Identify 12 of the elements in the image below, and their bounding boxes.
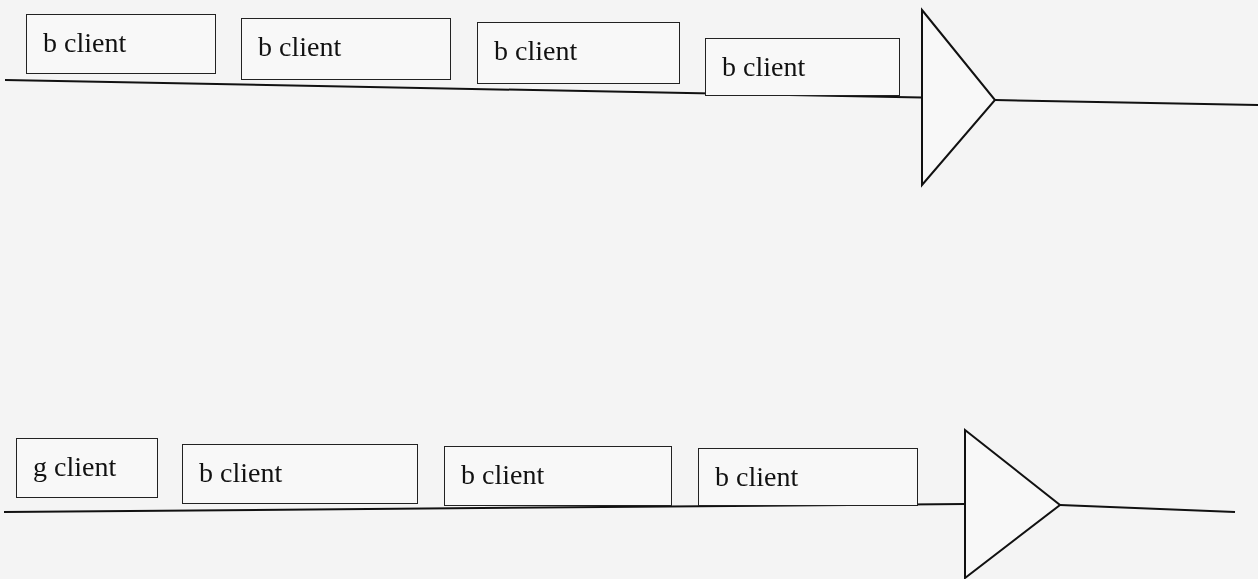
connector-line — [1059, 504, 1236, 513]
server-triangle — [921, 7, 997, 188]
client-box: g client — [16, 438, 158, 498]
client-box: b client — [241, 18, 451, 80]
client-box: b client — [705, 38, 900, 96]
client-box: b client — [477, 22, 680, 84]
client-box: b client — [698, 448, 918, 506]
client-box: b client — [182, 444, 418, 504]
connector-line — [994, 99, 1258, 106]
client-box: b client — [444, 446, 672, 506]
client-box: b client — [26, 14, 216, 74]
server-triangle — [964, 427, 1062, 579]
